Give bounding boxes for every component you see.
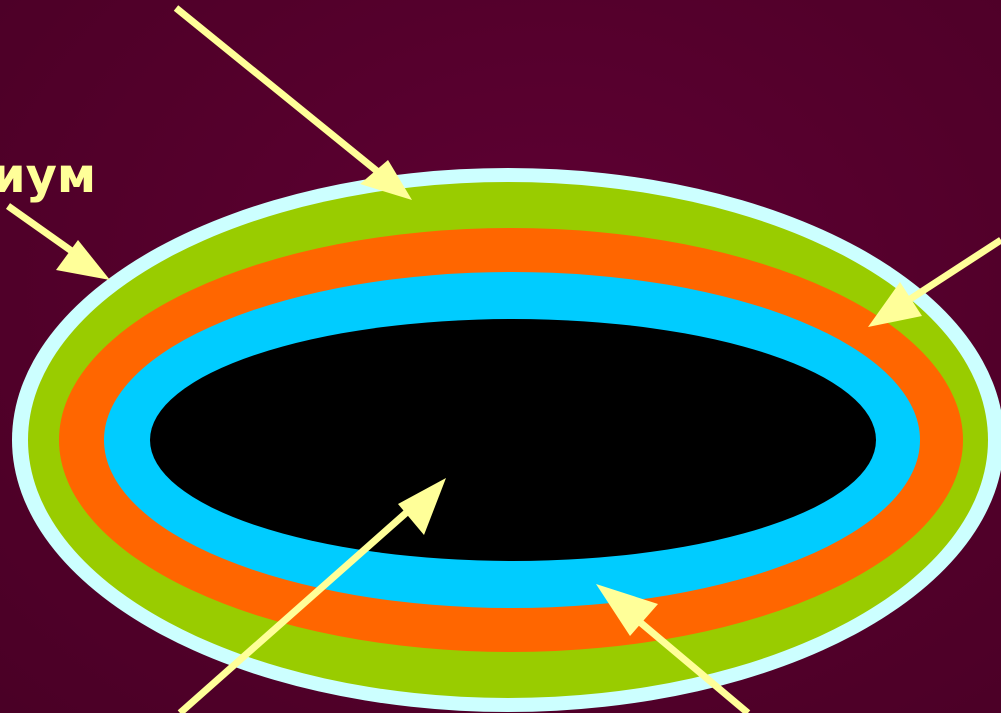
arrow-top xyxy=(176,8,412,200)
black-core xyxy=(150,319,876,561)
arrow-left xyxy=(8,206,110,280)
partial-label-text: иум xyxy=(0,152,96,200)
